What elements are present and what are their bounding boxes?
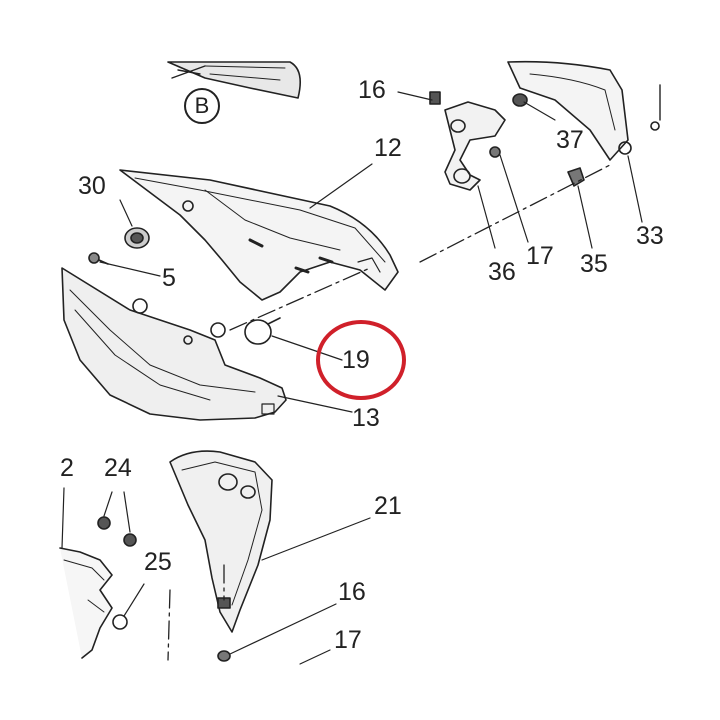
part-label-17-bottom: 17 [334,626,362,654]
alignment-lines [167,164,611,661]
view-b-marker: B [184,88,220,124]
part-label-2: 2 [60,454,74,482]
part-label-17-top: 17 [526,242,554,270]
part-label-24: 24 [104,454,132,482]
part-label-35: 35 [580,250,608,278]
part-label-21: 21 [374,492,402,520]
part-5-screw [88,252,109,265]
leader-lines [61,91,643,665]
part-13-side-panel [61,267,287,421]
part-12-tail-cover [119,169,399,301]
part-19-plug [244,317,281,345]
highlight-circle [316,320,406,400]
part-21-lower-fairing [169,450,273,662]
part-label-12: 12 [374,134,402,162]
part-label-37: 37 [556,126,584,154]
part-label-19: 19 [342,346,370,374]
part-label-36: 36 [488,258,516,286]
part-label-33: 33 [636,222,664,250]
upper-lamp-fragment [167,61,301,99]
part-label-25: 25 [144,548,172,576]
part-label-13: 13 [352,404,380,432]
part-label-16-top: 16 [358,76,386,104]
part-label-16-bottom: 16 [338,578,366,606]
part-2-bracket [59,516,137,659]
part-label-5: 5 [162,264,176,292]
part-label-30: 30 [78,172,106,200]
right-bracket-assembly [429,60,661,191]
part-30-grommet [124,227,150,249]
